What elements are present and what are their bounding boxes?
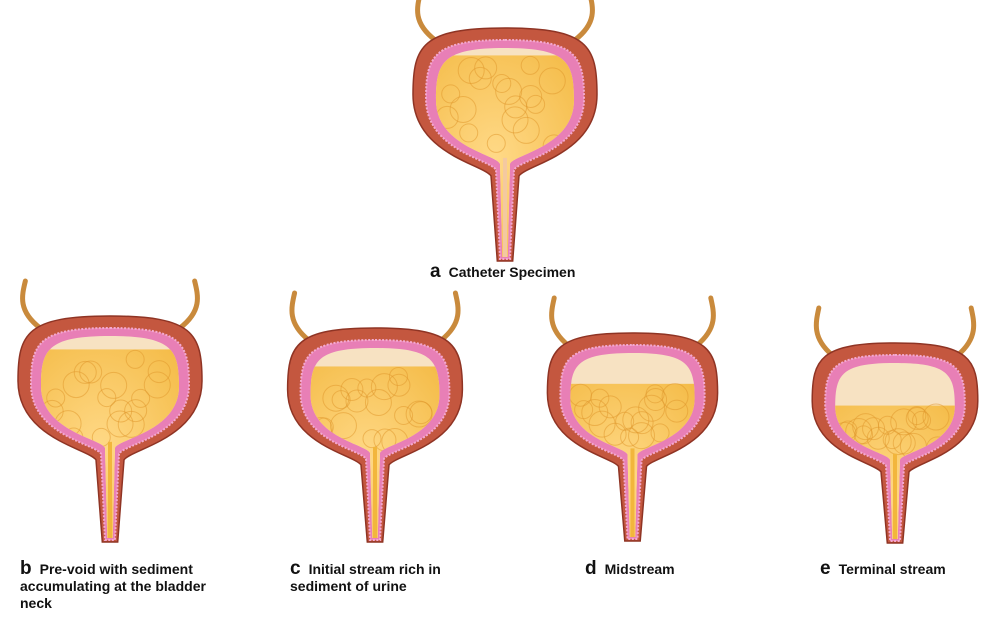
caption-letter-a: a (430, 261, 441, 282)
caption-letter-e: e (820, 558, 831, 579)
right-ureter (180, 281, 198, 328)
left-ureter (418, 0, 436, 40)
bladder-diagram-b (10, 298, 210, 546)
left-ureter (23, 281, 41, 328)
bladder-diagram-d (540, 315, 725, 545)
bladder-panel-a (405, 10, 605, 265)
bladder-diagram-e (805, 325, 985, 547)
urethral-stream (503, 158, 507, 257)
bladder-diagram-c (280, 310, 470, 546)
caption-text-a: Catheter Specimen (449, 264, 576, 280)
bladder-panel-d (540, 315, 725, 545)
left-ureter (552, 298, 568, 345)
left-ureter (292, 293, 309, 340)
caption-text-e: Terminal stream (839, 561, 946, 577)
left-ureter (816, 308, 832, 355)
bladder-panel-b (10, 298, 210, 546)
right-ureter (575, 0, 593, 40)
caption-letter-c: c (290, 558, 301, 579)
urethral-stream (631, 448, 635, 537)
caption-text-b: Pre-void with sediment accumulating at t… (20, 561, 206, 611)
urethral-stream (108, 442, 112, 538)
caption-letter-d: d (585, 558, 597, 579)
urethral-stream (373, 447, 377, 538)
right-ureter (697, 298, 713, 345)
bladder-panel-e (805, 325, 985, 547)
caption-letter-b: b (20, 558, 32, 579)
caption-e: e Terminal stream (820, 560, 990, 578)
right-ureter (958, 308, 974, 355)
bladder-diagram-a (405, 10, 605, 265)
urethral-stream (893, 454, 897, 539)
caption-a: a Catheter Specimen (430, 263, 630, 281)
right-ureter (441, 293, 458, 340)
caption-d: d Midstream (585, 560, 735, 578)
caption-text-c: Initial stream rich in sediment of urine (290, 561, 441, 594)
bladder-panel-c (280, 310, 470, 546)
caption-text-d: Midstream (605, 561, 675, 577)
